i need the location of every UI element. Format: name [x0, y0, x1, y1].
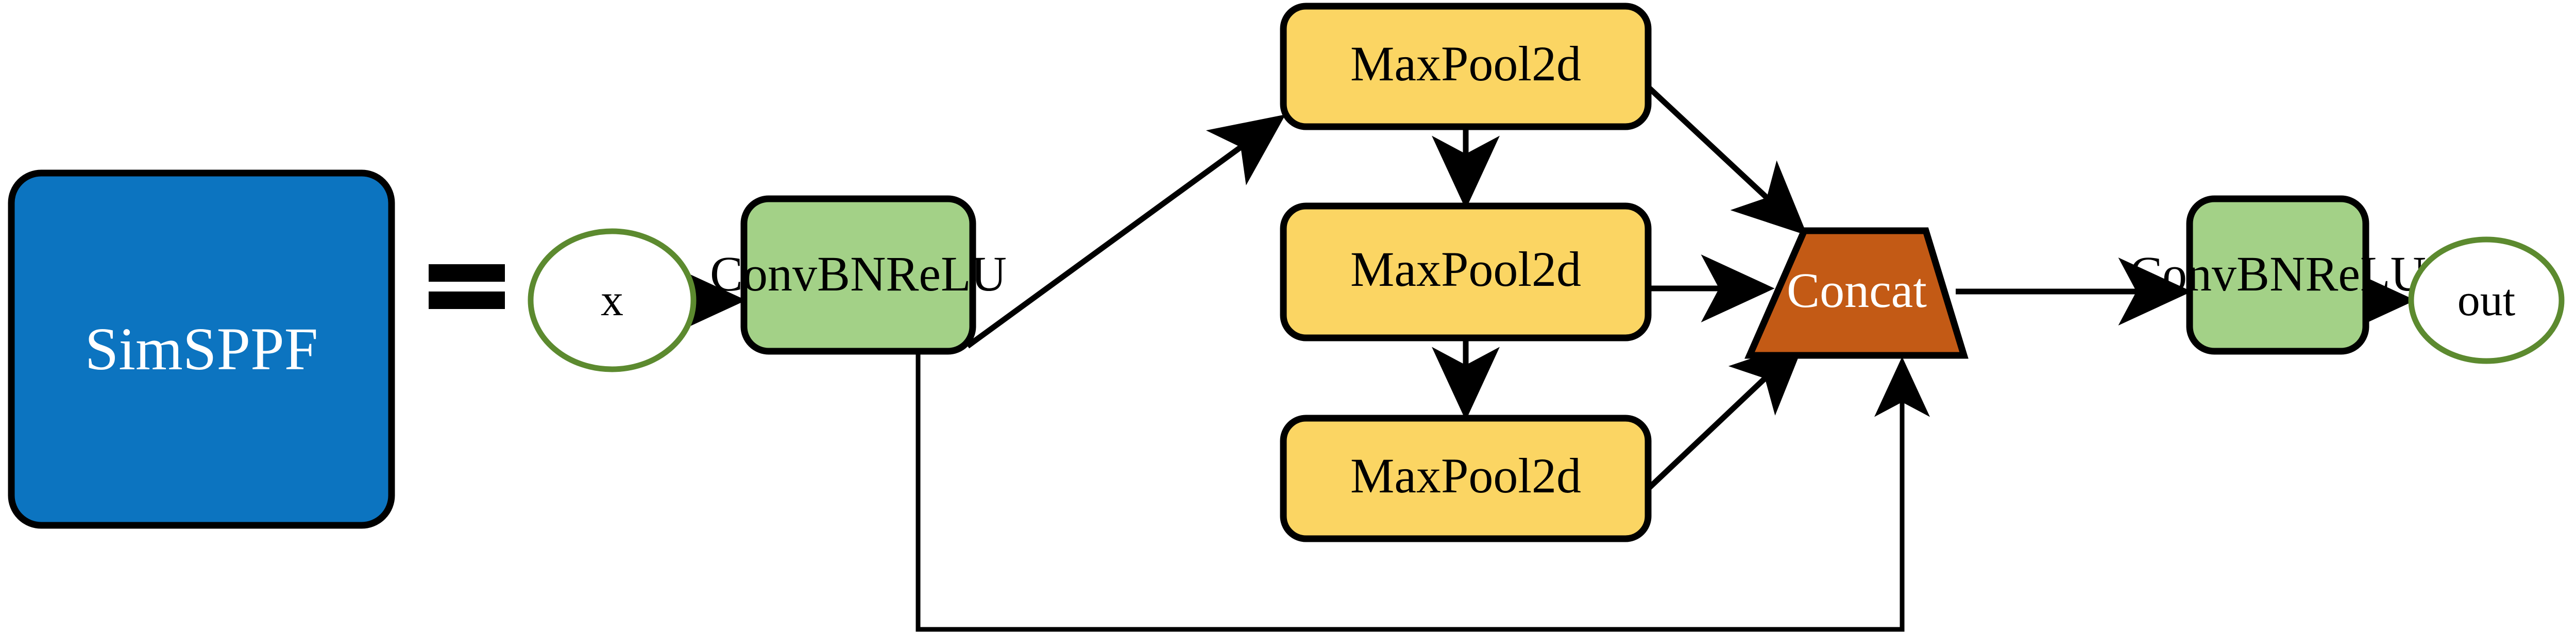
maxpool-3-label: MaxPool2d — [1350, 448, 1581, 503]
input-x-label: x — [601, 276, 623, 325]
equals-sign — [429, 264, 505, 309]
edge-convleft-to-maxpool1 — [965, 114, 1286, 349]
concat-label: Concat — [1787, 263, 1927, 318]
node-maxpool-1[interactable]: MaxPool2d — [1280, 3, 1652, 130]
output-out-label: out — [2458, 276, 2515, 325]
edge-skip-convleft-to-concat — [916, 352, 1930, 632]
edges-layer — [672, 84, 2416, 632]
node-conv-right[interactable]: ConvBNReLU — [2129, 195, 2426, 355]
output-out-ellipse — [2408, 236, 2565, 364]
simsppf-label: SimSPPF — [85, 315, 318, 383]
maxpool-1-label: MaxPool2d — [1350, 36, 1581, 91]
maxpool-2-label: MaxPool2d — [1350, 242, 1581, 297]
edge-maxpool3-to-concat — [1646, 340, 1805, 491]
concat-trapezoid — [1744, 227, 1969, 359]
maxpool-1-box — [1280, 3, 1652, 130]
node-conv-left[interactable]: ConvBNReLU — [710, 195, 1007, 355]
conv-left-box — [740, 195, 976, 355]
node-output-out[interactable]: out — [2408, 236, 2565, 364]
node-concat[interactable]: Concat — [1744, 227, 1969, 359]
conv-right-box — [2186, 195, 2369, 355]
node-input-x[interactable]: x — [528, 228, 697, 372]
conv-left-label: ConvBNReLU — [710, 246, 1007, 301]
input-x-ellipse — [528, 228, 697, 372]
maxpool-3-box — [1280, 415, 1652, 542]
edge-maxpool1-to-concat — [1646, 84, 1808, 236]
node-maxpool-3[interactable]: MaxPool2d — [1280, 415, 1652, 542]
node-maxpool-2[interactable]: MaxPool2d — [1280, 202, 1652, 341]
equals-bar-top — [429, 264, 505, 282]
simsppf-box — [8, 169, 395, 529]
node-simsppf[interactable]: SimSPPF — [8, 169, 395, 529]
conv-right-label: ConvBNReLU — [2129, 246, 2426, 301]
equals-bar-bottom — [429, 292, 505, 309]
maxpool-2-box — [1280, 202, 1652, 341]
